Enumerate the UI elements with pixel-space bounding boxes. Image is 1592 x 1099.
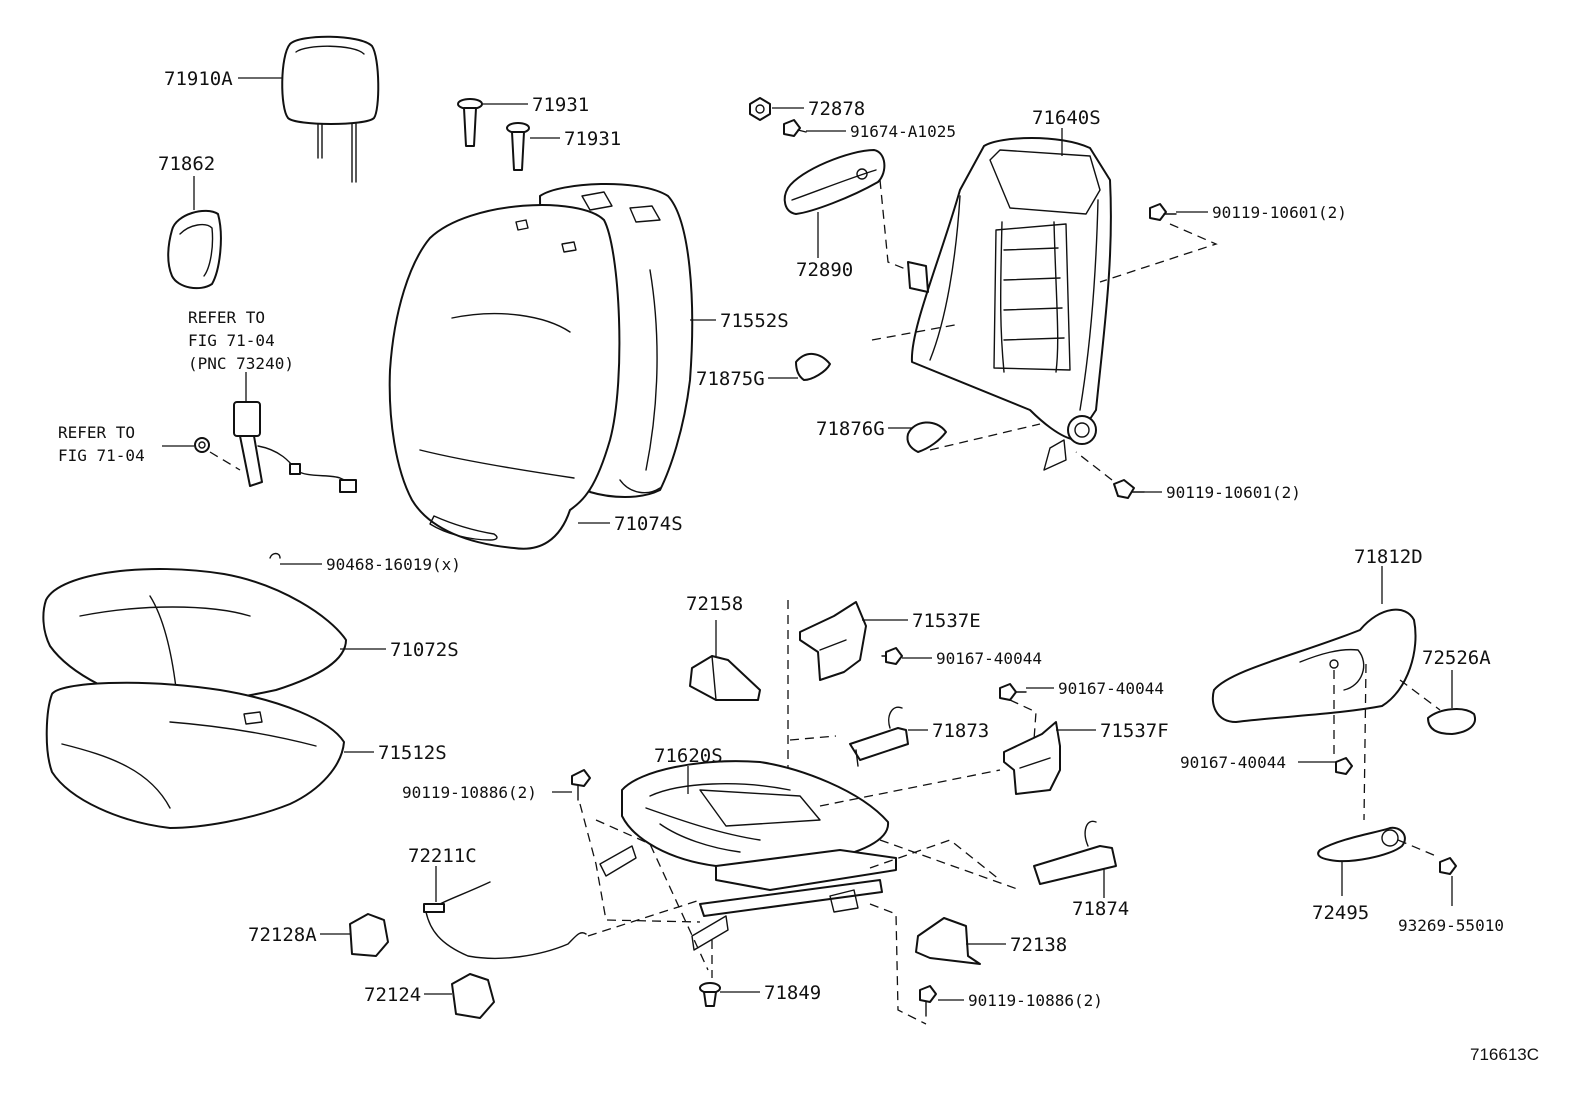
screw-e-drawing [881, 647, 903, 665]
headrest-drawing [281, 35, 380, 183]
callout-71512s: 71512S [378, 742, 447, 764]
back-bolt-lower-drawing [1113, 479, 1145, 499]
cushion-cover-drawing [42, 568, 347, 707]
callout-72211c: 72211C [408, 845, 477, 867]
bracket-72158-drawing [689, 655, 761, 701]
back-pad-drawing [388, 204, 621, 550]
callout-72526a: 72526A [1422, 647, 1491, 669]
callout-72138: 72138 [1010, 934, 1067, 956]
callout-90119-10886-rail: 90119-10886(2) [968, 991, 1103, 1010]
armrest-drawing [783, 149, 886, 215]
callout-71620s: 71620S [654, 745, 723, 767]
screw-93269-drawing [1439, 857, 1457, 875]
belt-refer-line-1: REFER TO [188, 308, 265, 327]
shield-71537f-drawing [1003, 721, 1061, 795]
hook-71874-drawing [1033, 820, 1117, 885]
screw-71849-drawing [699, 982, 721, 1007]
shield-71537e-drawing [799, 601, 867, 681]
callout-71849: 71849 [764, 982, 821, 1004]
knob-72526a-drawing [1427, 708, 1476, 735]
callout-90167-40044-side: 90167-40044 [1180, 753, 1286, 772]
nut-refer-line-1: REFER TO [58, 423, 135, 442]
callout-71074s: 71074S [614, 513, 683, 535]
belt-refer-line-2: FIG 71-04 [188, 331, 275, 350]
cover-72138-drawing [915, 917, 981, 965]
hog-ring-drawing [269, 552, 281, 559]
callout-71931-lower: 71931 [564, 128, 621, 150]
headrest-support-drawing [167, 209, 222, 290]
clip-lower-drawing [506, 122, 530, 171]
cable-72211c-drawing [423, 881, 587, 960]
clip-upper-drawing [457, 98, 483, 147]
screw-side-drawing [1335, 757, 1353, 775]
callout-71875g: 71875G [696, 368, 765, 390]
nut-refer-line-2: FIG 71-04 [58, 446, 145, 465]
callout-71552s: 71552S [720, 310, 789, 332]
callout-71812d: 71812D [1354, 546, 1423, 568]
callout-71931-upper: 71931 [532, 94, 589, 116]
callout-72495: 72495 [1312, 902, 1369, 924]
lever-72495-drawing [1317, 826, 1406, 862]
callout-72124: 72124 [364, 984, 421, 1006]
side-shield-drawing [1211, 608, 1417, 723]
callout-71874: 71874 [1072, 898, 1129, 920]
cover-72128a-drawing [349, 913, 389, 957]
figure-code: 716613C [1470, 1045, 1539, 1064]
back-bolt-upper-drawing [1149, 203, 1177, 221]
callout-71910a: 71910A [164, 68, 233, 90]
callout-90119-10601-upper: 90119-10601(2) [1212, 203, 1347, 222]
callout-90468-16019: 90468-16019(x) [326, 555, 461, 574]
cushion-frame-drawing [599, 760, 897, 951]
belt-buckle-drawing [233, 401, 357, 493]
callout-71537f: 71537F [1100, 720, 1169, 742]
callout-72128a: 72128A [248, 924, 317, 946]
screw-f-drawing [999, 683, 1027, 701]
callout-90119-10601-lower: 90119-10601(2) [1166, 483, 1301, 502]
callout-90167-40044-f: 90167-40044 [1058, 679, 1164, 698]
callout-71862: 71862 [158, 153, 215, 175]
nut-72878-drawing [749, 97, 771, 121]
callout-72878: 72878 [808, 98, 865, 120]
callout-72890: 72890 [796, 259, 853, 281]
callout-71876g: 71876G [816, 418, 885, 440]
callout-90119-10886-frame: 90119-10886(2) [402, 783, 537, 802]
hook-71873-drawing [849, 706, 909, 767]
bolt-91674-drawing [783, 119, 807, 137]
cover-71876g-drawing [906, 421, 947, 453]
callout-91674-a1025: 91674-A1025 [850, 122, 956, 141]
callout-71873: 71873 [932, 720, 989, 742]
cover-72124-drawing [451, 973, 495, 1019]
belt-nut-drawing [194, 437, 210, 453]
cushion-pad-drawing [45, 681, 345, 829]
callout-71537e: 71537E [912, 610, 981, 632]
callout-71640s: 71640S [1032, 107, 1101, 129]
belt-refer-line-3: (PNC 73240) [188, 354, 294, 373]
frame-bolt-drawing [571, 769, 591, 801]
rail-bolt-drawing [919, 985, 937, 1017]
callout-90167-40044-e: 90167-40044 [936, 649, 1042, 668]
callout-72158: 72158 [686, 593, 743, 615]
back-frame-drawing [907, 137, 1112, 471]
callout-71072s: 71072S [390, 639, 459, 661]
callout-93269-55010: 93269-55010 [1398, 916, 1504, 935]
cover-71875g-drawing [795, 353, 831, 381]
